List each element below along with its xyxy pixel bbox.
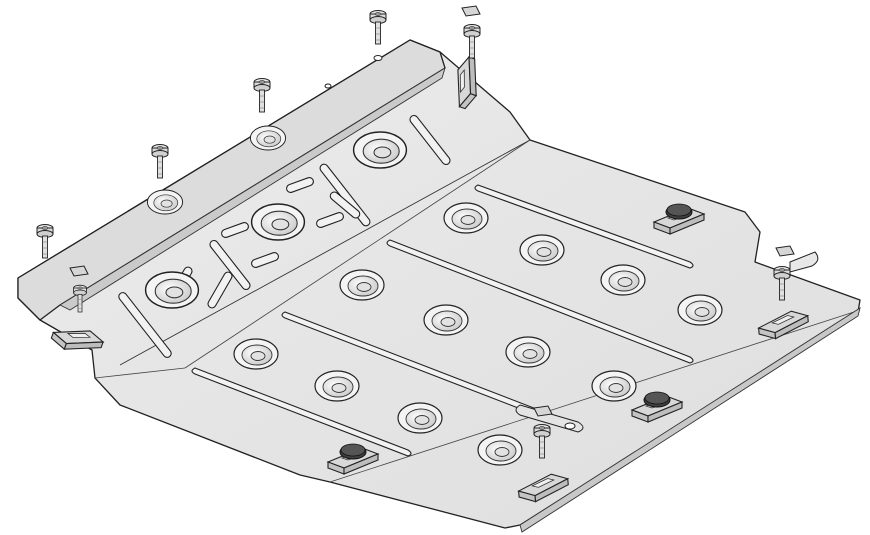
flange-holes bbox=[146, 55, 383, 215]
plate-long-slots bbox=[191, 184, 694, 457]
nut-clips bbox=[69, 5, 819, 417]
bend-line bbox=[119, 139, 531, 366]
plate-body bbox=[17, 39, 861, 529]
bolt-icon bbox=[369, 10, 387, 45]
